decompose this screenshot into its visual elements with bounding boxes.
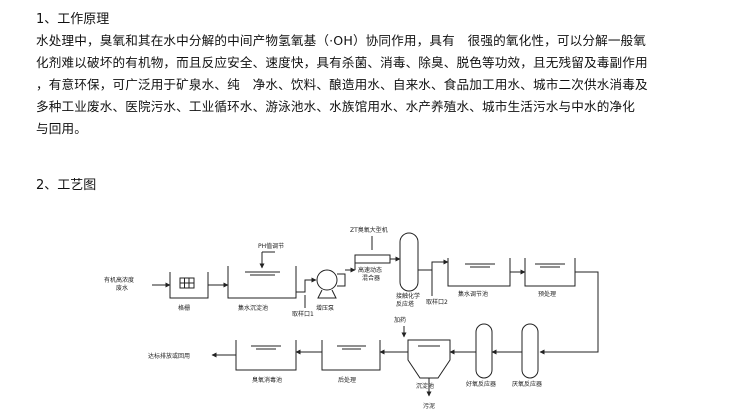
disinfect-tank (235, 340, 297, 371)
ph-adjust-label: PH值调节 (258, 242, 284, 250)
intake1-label: 取样口1 (292, 310, 314, 318)
pump-icon (316, 269, 338, 291)
pretreat-tank (524, 258, 576, 287)
reactor-label: 反应塔 (396, 300, 414, 308)
principle-paragraph: 水处理中，臭氧和其在水中分解的中间产物氢氧基（·OH）协同作用，具有 很强的氧化… (36, 30, 726, 140)
dosing-label: 加药 (394, 316, 406, 324)
paragraph-line: 与回用。 (36, 121, 87, 136)
pretreat-label: 预处理 (538, 290, 556, 298)
section-1-heading: 1、工作原理 (36, 12, 110, 27)
intake2-label: 取样口2 (426, 298, 448, 306)
paragraph-line: 多种工业废水、医院污水、工业循环水、游泳池水、水族馆用水、水产养殖水、城市生活污… (36, 99, 635, 114)
flow-arrow (539, 271, 599, 355)
sludge-label: 污泥 (423, 402, 435, 410)
settling-tank (407, 339, 451, 379)
section-2-heading: 2、工艺图 (36, 178, 97, 193)
aerobic-reactor (475, 323, 493, 379)
flow-arrow (296, 277, 317, 293)
inlet-label: 废水 (116, 284, 128, 292)
anaerobic-label: 厌氧反应器 (512, 380, 542, 388)
discharge-label: 达标排放或回用 (148, 352, 190, 360)
disinfect-label: 臭氧消毒池 (252, 376, 282, 384)
paragraph-line: 化剂难以破坏的有机物，而且反应安全、速度快，具有杀菌、消毒、除臭、脱色等功效，且… (36, 55, 648, 70)
screen-label: 格栅 (178, 304, 190, 312)
reactor-label: 接触化学 (396, 292, 420, 300)
pump-label: 增压泵 (316, 304, 334, 312)
mixer-label: 混合器 (362, 274, 380, 282)
sed-tank (227, 266, 297, 299)
mixer-label: 高速动态 (358, 266, 382, 274)
adjust-tank-label: 集水调节池 (458, 290, 488, 298)
settling-label: 沉淀池 (416, 382, 434, 390)
process-flow-diagram: 有机高浓度 废水 格栅 PH值调节 集水沉淀池 增压泵 取样口1 ZT臭氧大型机… (104, 226, 599, 410)
flow-arrow (418, 259, 449, 271)
anaerobic-reactor (521, 323, 539, 379)
ozone-gen-label: ZT臭氧大型机 (350, 226, 388, 234)
posttreat-tank (321, 340, 381, 371)
posttreat-label: 后处理 (338, 376, 356, 384)
paragraph-line: 水处理中，臭氧和其在水中分解的中间产物氢氧基（·OH）协同作用，具有 很强的氧化… (36, 33, 647, 48)
mixer (354, 254, 391, 264)
reactor-tower (399, 232, 419, 292)
inlet-label: 有机高浓度 (104, 276, 134, 284)
sed-tank-label: 集水沉淀池 (238, 304, 268, 312)
adjust-tank (447, 258, 511, 287)
paragraph-line: ，有意环保，可广泛用于矿泉水、纯 净水、饮料、酿造用水、自来水、食品加工用水、城… (36, 77, 648, 92)
aerobic-label: 好氧反应器 (466, 380, 496, 388)
